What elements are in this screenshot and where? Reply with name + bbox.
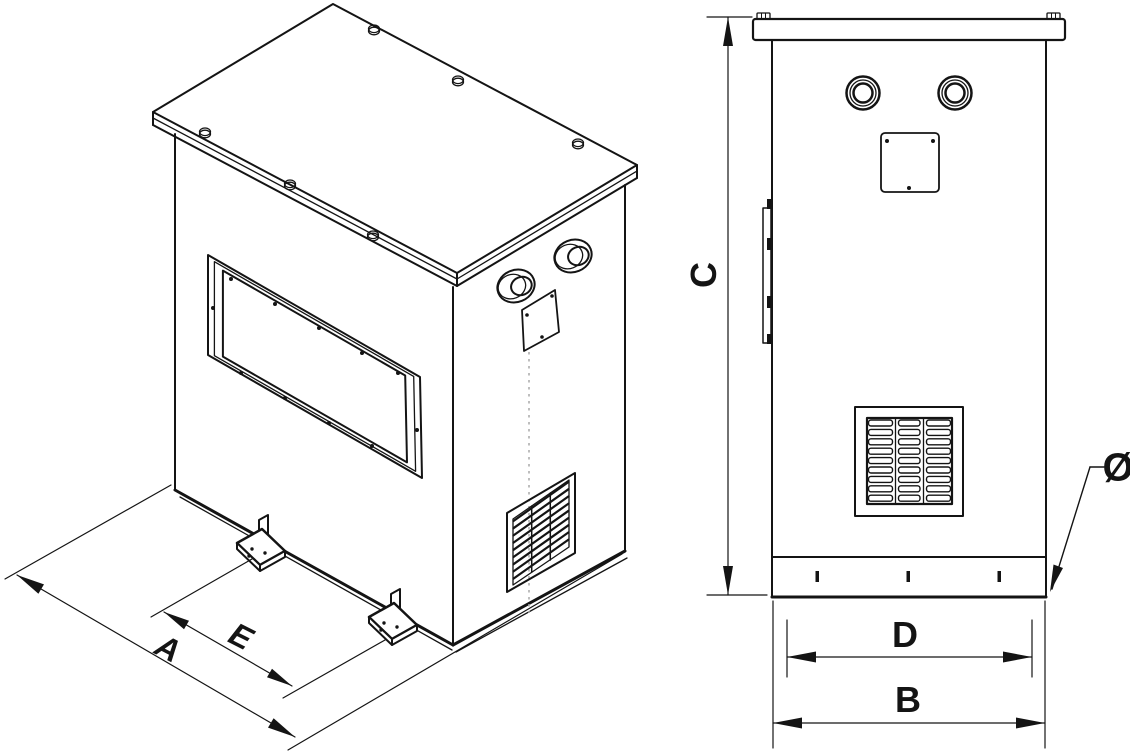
front-gland-plate bbox=[880, 132, 940, 193]
dim-label-diameter: Ø bbox=[1102, 446, 1130, 490]
dim-label-c: C bbox=[683, 262, 724, 288]
front-body bbox=[771, 39, 1047, 558]
front-dimension-C: C bbox=[683, 16, 768, 596]
front-side-rail bbox=[762, 199, 772, 344]
iso-window-screws bbox=[211, 277, 419, 448]
iso-lid-bolts bbox=[198, 24, 585, 242]
iso-cable-gland-upper bbox=[553, 238, 593, 274]
plinth-slot bbox=[815, 571, 819, 582]
iso-gland-plate bbox=[521, 289, 560, 352]
front-lid bbox=[751, 12, 1067, 42]
plinth-slot bbox=[997, 571, 1001, 582]
front-vent-louvers bbox=[854, 406, 964, 517]
iso-mounting-foot-left bbox=[235, 514, 287, 572]
dim-label-b: B bbox=[895, 679, 921, 720]
dim-label-a: A bbox=[149, 626, 187, 669]
isometric-view: A E bbox=[4, 3, 638, 751]
front-base-plinth bbox=[770, 556, 1048, 599]
iso-vent-louvers bbox=[506, 472, 576, 593]
iso-cable-gland-lower bbox=[496, 268, 536, 304]
front-cable-gland-left bbox=[845, 75, 881, 111]
iso-lid bbox=[152, 3, 638, 287]
iso-window-panel bbox=[207, 254, 423, 479]
front-diameter-callout: Ø bbox=[1050, 446, 1130, 592]
plinth-slot bbox=[906, 571, 910, 582]
dim-label-d: D bbox=[892, 614, 918, 655]
front-cable-gland-right bbox=[937, 75, 973, 111]
iso-body bbox=[173, 133, 628, 653]
iso-dimension-E: E bbox=[150, 558, 386, 699]
iso-mounting-foot-right bbox=[367, 588, 419, 646]
dim-label-e: E bbox=[223, 615, 260, 658]
front-dimension-D: D bbox=[786, 614, 1033, 678]
front-dimension-B: B bbox=[772, 600, 1046, 749]
front-elevation-view: C D B Ø bbox=[683, 12, 1130, 749]
